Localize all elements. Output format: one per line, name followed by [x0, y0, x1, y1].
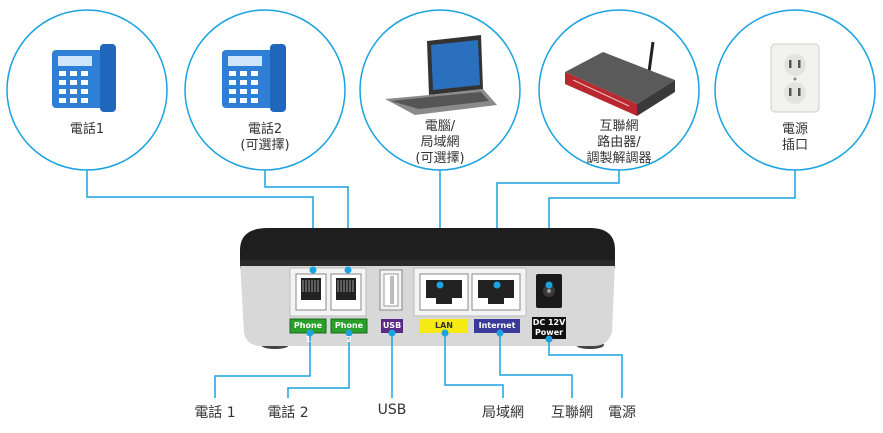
router-icon — [565, 41, 675, 116]
line-bottom-phone1 — [214, 333, 311, 398]
usb-port-tag — [381, 319, 403, 333]
power-outlet-icon — [770, 43, 820, 113]
circle-label-line: (可選擇) — [415, 151, 465, 166]
lan-port-socket — [419, 273, 469, 311]
phone-port-2-jack — [330, 273, 362, 311]
internet-port-text: Internet — [478, 321, 516, 330]
circle-label-line: 電源 — [781, 122, 808, 137]
circle-label-line: 路由器/ — [597, 135, 641, 150]
power-port-text-line2: Power — [534, 328, 564, 337]
circle-label-line: 互聯網 — [599, 119, 639, 134]
circle-label-line: 調製解調器 — [586, 151, 652, 166]
desk-phone-icon — [52, 44, 116, 112]
circle-label-line: 局域網 — [420, 135, 460, 150]
line-bottom-lan — [444, 333, 504, 398]
bottom-label-usb: USB — [377, 402, 407, 418]
desk-phone-icon — [222, 44, 286, 112]
circle-label-line: 插口 — [781, 138, 808, 153]
internet-port-socket — [471, 273, 521, 311]
bottom-label-phone2: 電話 2 — [267, 405, 309, 421]
connector-dots — [306, 266, 553, 343]
bottom-label-phone1: 電話 1 — [194, 405, 236, 421]
line-bottom-power — [548, 339, 623, 398]
laptop-icon — [385, 35, 497, 115]
bottom-label-lan: 局域網 — [482, 405, 524, 421]
power-port-text-line1: DC 12V — [532, 318, 566, 327]
circle-label-computer: 電腦/ 局域網 (可選擇) — [380, 119, 500, 167]
dc-power-jack — [536, 274, 562, 308]
usb-port-text: USB — [382, 321, 402, 330]
power-port-tag — [532, 317, 566, 339]
circle-label-line: 電話1 — [69, 122, 105, 137]
phone1-port-text: Phone 1 — [293, 321, 323, 344]
circle-label-router: 互聯網 路由器/ 調製解調器 — [559, 119, 679, 167]
circle-label-line: (可選擇) — [240, 138, 290, 153]
circle-label-phone2: 電話2 (可選擇) — [205, 122, 325, 154]
lan-port-text: LAN — [435, 321, 453, 330]
usb-port-socket — [379, 269, 403, 311]
lan-port-tag — [420, 319, 468, 333]
line-bottom-phone2 — [287, 333, 350, 398]
internet-port-tag — [474, 319, 520, 333]
phone-port-1-jack — [295, 273, 327, 311]
circle-label-line: 電腦/ — [424, 119, 456, 134]
bottom-label-power: 電源 — [608, 405, 636, 421]
lower-connectors — [214, 333, 623, 398]
phone2-port-text: Phone 2 — [334, 321, 364, 344]
voip-adapter-device — [240, 228, 615, 349]
bottom-label-internet: 互聯網 — [551, 405, 593, 421]
circle-label-line: 電話2 — [247, 122, 283, 137]
circle-label-power: 電源 插口 — [735, 122, 855, 154]
circle-label-phone1: 電話1 — [27, 122, 147, 138]
line-bottom-internet — [499, 333, 573, 398]
